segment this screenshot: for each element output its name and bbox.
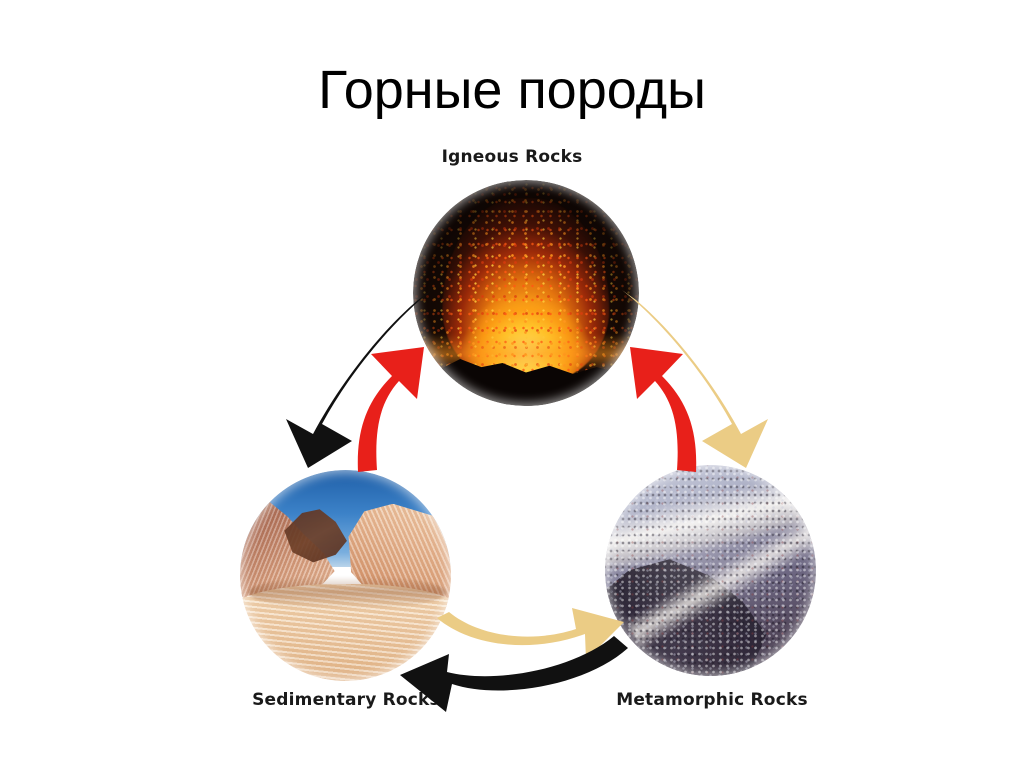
page-title: Горные породы — [318, 60, 706, 120]
sedimentary-image — [240, 470, 451, 681]
sedimentary-layered-floor — [240, 583, 451, 681]
sedimentary-seam-line — [248, 575, 447, 610]
arrow-igneous-to-metamorphic[interactable] — [622, 290, 768, 468]
arrow-igneous-to-sedimentary[interactable] — [286, 290, 432, 468]
arrow-metamorphic-to-igneous[interactable] — [630, 347, 697, 472]
metamorphic-mineral-grain — [605, 465, 816, 676]
node-label-sedimentary: Sedimentary Rocks — [252, 690, 440, 710]
node-label-igneous: Igneous Rocks — [441, 147, 583, 167]
metamorphic-highlight — [605, 465, 816, 676]
node-label-metamorphic: Metamorphic Rocks — [616, 690, 808, 710]
arrow-sedimentary-to-igneous[interactable] — [357, 347, 424, 472]
arrow-sedimentary-to-metamorphic[interactable] — [437, 608, 624, 660]
node-sphere-sedimentary[interactable] — [240, 470, 451, 681]
igneous-image — [413, 180, 639, 406]
igneous-glow-band — [413, 333, 639, 370]
metamorphic-image — [605, 465, 816, 676]
node-sphere-igneous[interactable] — [413, 180, 639, 406]
node-sphere-metamorphic[interactable] — [605, 465, 816, 676]
arrow-metamorphic-to-sedimentary[interactable] — [400, 636, 628, 712]
